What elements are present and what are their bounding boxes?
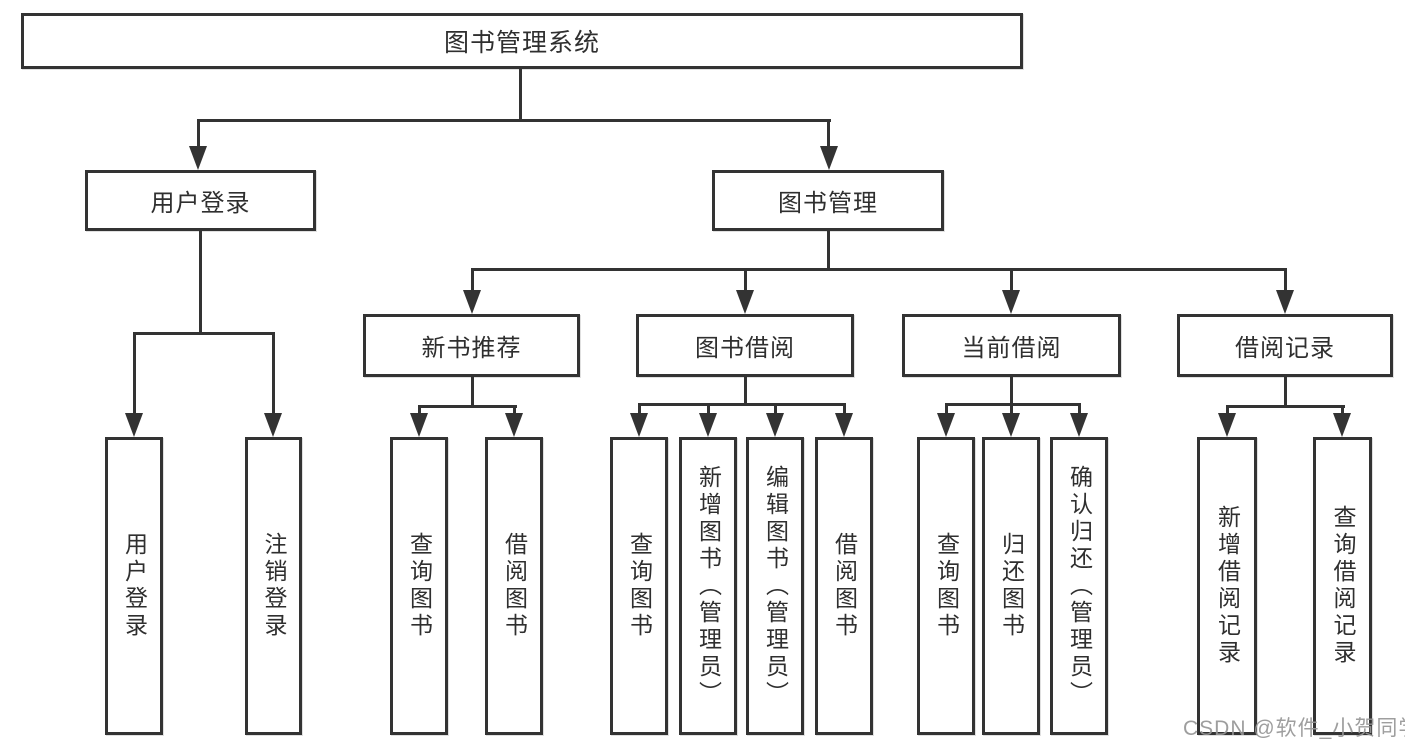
connector-arrow-down [630,413,648,437]
connector-line [1010,404,1013,415]
connector-line [197,120,200,148]
node-label: 借阅记录 [1235,335,1335,362]
leaf-label: 注销登录 [261,532,287,640]
leaf-label: 查询图书 [626,532,653,640]
connector-line [418,406,421,415]
connector-arrow-down [1333,413,1351,437]
leaf-label: 用户登录 [121,532,148,640]
connector-line [774,404,777,415]
leaf-label: 查询图书 [933,532,960,640]
connector-line [471,377,474,408]
leaf-label: 新增借阅记录 [1214,505,1241,667]
connector-line [1284,377,1287,408]
connector-arrow-down [264,413,282,437]
connector-arrow-down [505,413,523,437]
connector-line [133,332,275,335]
node-label: 新书推荐 [421,335,522,362]
leaf-records-add-record: 新增借阅记录 [1197,437,1257,735]
connector-line [827,230,830,270]
connector-line [843,404,846,415]
connector-arrow-down [1002,290,1020,314]
connector-arrow-down [125,413,143,437]
connector-arrow-down [1070,413,1088,437]
leaf-label: 归还图书 [998,532,1025,640]
connector-line [471,268,1287,271]
node-current-borrowing: 当前借阅 [902,314,1121,377]
connector-line [519,68,522,121]
connector-arrow-down [766,413,784,437]
node-label: 图书借阅 [695,335,795,362]
connector-line [1226,406,1229,415]
connector-line [133,333,136,414]
connector-line [199,230,202,334]
leaf-label: 新增图书（管理员） [695,464,722,708]
leaf-records-query-record: 查询借阅记录 [1313,437,1372,735]
leaf-borrowing-query-book: 查询图书 [610,437,668,735]
connector-line [1226,405,1345,408]
node-library-management-system: 图书管理系统 [21,13,1023,69]
connector-arrow-down [1002,413,1020,437]
connector-line [744,377,747,406]
connector-arrow-down [937,413,955,437]
node-label: 图书管理系统 [443,29,600,57]
connector-line [1341,406,1344,415]
leaf-logout: 注销登录 [245,437,302,735]
connector-line [945,403,1081,406]
connector-line [707,404,710,415]
connector-line [744,269,747,292]
connector-line [513,406,516,415]
node-user-login: 用户登录 [85,170,316,231]
connector-line [827,120,830,148]
connector-line [638,404,641,415]
connector-line [272,333,275,414]
connector-arrow-down [1276,290,1294,314]
leaf-recommend-query-book: 查询图书 [390,437,448,735]
leaf-current-return-book: 归还图书 [982,437,1040,735]
leaf-label: 编辑图书（管理员） [762,464,789,708]
connector-arrow-down [736,290,754,314]
connector-line [1010,269,1013,292]
connector-arrow-down [189,146,207,170]
leaf-current-confirm-return-admin: 确认归还（管理员） [1050,437,1108,735]
node-borrowing-records: 借阅记录 [1177,314,1393,377]
connector-line [471,269,474,292]
leaf-label: 借阅图书 [501,532,528,640]
connector-arrow-down [1218,413,1236,437]
connector-line [1078,404,1081,415]
node-label: 用户登录 [150,190,251,217]
leaf-current-query-book: 查询图书 [917,437,975,735]
leaf-label: 借阅图书 [831,532,858,640]
leaf-label: 查询图书 [406,532,433,640]
node-new-book-recommend: 新书推荐 [363,314,580,377]
node-book-borrowing: 图书借阅 [636,314,854,377]
leaf-borrowing-add-book-admin: 新增图书（管理员） [679,437,737,735]
connector-arrow-down [463,290,481,314]
leaf-user-login: 用户登录 [105,437,163,735]
node-label: 图书管理 [778,190,878,217]
node-label: 当前借阅 [961,335,1062,362]
csdn-watermark: CSDN @软件_小贺同学 [1183,717,1405,740]
connector-line [945,404,948,415]
leaf-borrowing-edit-book-admin: 编辑图书（管理员） [746,437,804,735]
connector-arrow-down [410,413,428,437]
connector-arrow-down [699,413,717,437]
connector-line [197,119,831,122]
connector-arrow-down [820,146,838,170]
leaf-label: 查询借阅记录 [1330,505,1356,667]
connector-line [418,405,517,408]
leaf-recommend-borrow-book: 借阅图书 [485,437,543,735]
leaf-label: 确认归还（管理员） [1066,464,1093,708]
connector-arrow-down [835,413,853,437]
connector-line [1010,377,1013,406]
leaf-borrowing-borrow-book: 借阅图书 [815,437,873,735]
connector-line [1284,269,1287,292]
connector-line [638,403,846,406]
node-book-management: 图书管理 [712,170,944,231]
